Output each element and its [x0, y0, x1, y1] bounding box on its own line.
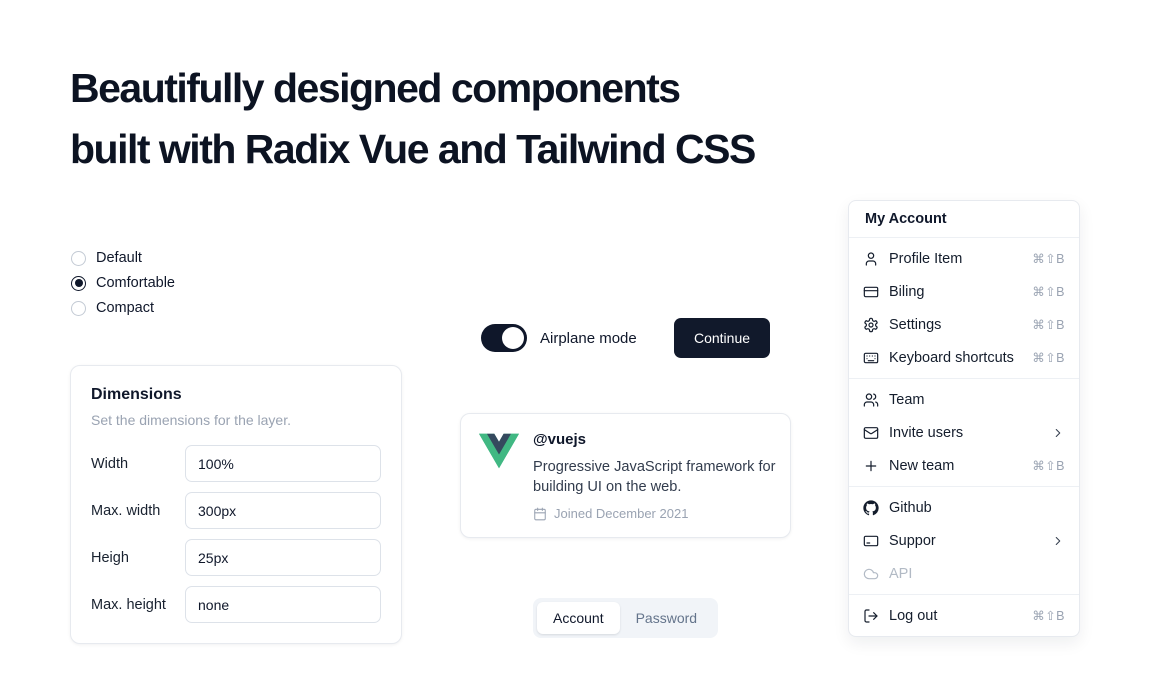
menu-group-profile: Profile Item ⌘⇧B Biling ⌘⇧B Settings ⌘⇧B [849, 238, 1079, 378]
menu-item-label: Keyboard shortcuts [889, 349, 1014, 366]
field-label: Max. width [91, 502, 161, 519]
radio-option-default[interactable]: Default [71, 250, 175, 266]
menu-item-label: Biling [889, 283, 925, 300]
menu-item-billing[interactable]: Biling ⌘⇧B [849, 275, 1079, 308]
dimensions-subtitle: Set the dimensions for the layer. [91, 412, 291, 428]
menu-item-new-team[interactable]: New team ⌘⇧B [849, 449, 1079, 482]
log-out-icon [864, 608, 878, 623]
menu-item-settings[interactable]: Settings ⌘⇧B [849, 308, 1079, 341]
menu-item-logout[interactable]: Log out ⌘⇧B [849, 599, 1079, 632]
page-title-line1: Beautifully designed components [70, 65, 681, 111]
height-input[interactable] [185, 539, 381, 576]
radio-circle-icon [71, 275, 86, 291]
profile-card-body: @vuejs Progressive JavaScript framework … [533, 431, 780, 521]
chevron-right-icon [1051, 534, 1065, 548]
radio-option-compact[interactable]: Compact [71, 300, 175, 316]
radio-circle-icon [71, 300, 86, 316]
profile-joined-text: Joined December 2021 [554, 506, 689, 521]
field-row-max-height: Max. height [91, 586, 381, 623]
menu-group-team: Team Invite users New team ⌘⇧B [849, 379, 1079, 486]
profile-joined-row: Joined December 2021 [533, 506, 780, 521]
radio-label: Compact [96, 300, 155, 316]
field-row-height: Heigh [91, 539, 381, 576]
field-label: Heigh [91, 549, 129, 566]
support-icon [863, 535, 879, 546]
airplane-mode-row: Airplane mode [481, 324, 637, 352]
menu-item-profile[interactable]: Profile Item ⌘⇧B [849, 242, 1079, 275]
menu-item-label: Github [889, 499, 932, 516]
menu-item-label: Team [889, 391, 925, 408]
menu-group-external: Github Suppor API [849, 487, 1079, 594]
menu-item-shortcut: ⌘⇧B [1032, 459, 1065, 473]
menu-item-keyboard-shortcuts[interactable]: Keyboard shortcuts ⌘⇧B [849, 341, 1079, 374]
radio-circle-icon [71, 250, 86, 266]
airplane-mode-label: Airplane mode [540, 329, 637, 347]
menu-item-label: Profile Item [889, 250, 963, 267]
tab-password[interactable]: Password [635, 610, 698, 626]
menu-item-github[interactable]: Github [849, 491, 1079, 524]
tab-account[interactable]: Account [537, 602, 620, 634]
dimensions-title: Dimensions [91, 386, 182, 403]
continue-button[interactable]: Continue [674, 318, 770, 358]
radio-option-comfortable[interactable]: Comfortable [71, 275, 175, 291]
field-label: Width [91, 455, 129, 472]
menu-separator [849, 594, 1079, 595]
radio-label: Comfortable [96, 275, 175, 291]
page-title: Beautifully designed components built wi… [70, 58, 756, 180]
calendar-icon [534, 507, 546, 520]
menu-separator [849, 486, 1079, 487]
width-input[interactable] [185, 445, 381, 482]
cloud-icon [863, 568, 879, 579]
page-title-line2: built with Radix Vue and Tailwind CSS [70, 126, 756, 172]
dimensions-card: Dimensions Set the dimensions for the la… [70, 365, 402, 644]
chevron-right-icon [1051, 426, 1065, 440]
menu-separator [849, 237, 1079, 238]
menu-item-label: API [889, 565, 913, 582]
account-tabs: Account Password [533, 598, 718, 638]
dimensions-fields: Width Max. width Heigh Max. height [91, 445, 381, 623]
menu-item-label: Invite users [889, 424, 964, 441]
user-icon [865, 251, 877, 266]
menu-item-shortcut: ⌘⇧B [1032, 351, 1065, 365]
max-width-input[interactable] [185, 492, 381, 529]
menu-item-support[interactable]: Suppor [849, 524, 1079, 557]
max-height-input[interactable] [185, 586, 381, 623]
menu-item-shortcut: ⌘⇧B [1032, 285, 1065, 299]
menu-item-shortcut: ⌘⇧B [1032, 318, 1065, 332]
credit-card-icon [863, 286, 879, 297]
profile-description: Progressive JavaScript framework for bui… [533, 459, 776, 495]
users-icon [863, 392, 879, 407]
field-row-max-width: Max. width [91, 492, 381, 529]
gear-icon [864, 317, 878, 332]
keyboard-icon [863, 352, 879, 363]
menu-item-shortcut: ⌘⇧B [1032, 252, 1065, 266]
switch-knob [502, 327, 524, 349]
github-icon [863, 499, 879, 515]
menu-item-shortcut: ⌘⇧B [1032, 609, 1065, 623]
menu-group-logout: Log out ⌘⇧B [849, 595, 1079, 636]
menu-item-team[interactable]: Team [849, 383, 1079, 416]
menu-item-label: Suppor [889, 532, 936, 549]
menu-item-label: Settings [889, 316, 942, 333]
airplane-mode-switch[interactable] [481, 324, 527, 352]
radio-label: Default [96, 250, 142, 266]
account-dropdown-menu: My Account Profile Item ⌘⇧B Biling ⌘⇧B [848, 200, 1080, 637]
menu-item-label: New team [889, 457, 955, 474]
vue-logo [479, 433, 519, 469]
menu-item-api: API [849, 557, 1079, 590]
menu-item-invite-users[interactable]: Invite users [849, 416, 1079, 449]
menu-item-label: Log out [889, 607, 938, 624]
plus-icon [865, 460, 877, 471]
invite-users-icon [863, 426, 879, 439]
field-label: Max. height [91, 596, 166, 613]
menu-title: My Account [865, 211, 947, 227]
profile-handle: @vuejs [533, 431, 586, 448]
density-radio-group: Default Comfortable Compact [71, 250, 175, 316]
field-row-width: Width [91, 445, 381, 482]
vuejs-profile-card: @vuejs Progressive JavaScript framework … [460, 413, 791, 538]
menu-separator [849, 378, 1079, 379]
